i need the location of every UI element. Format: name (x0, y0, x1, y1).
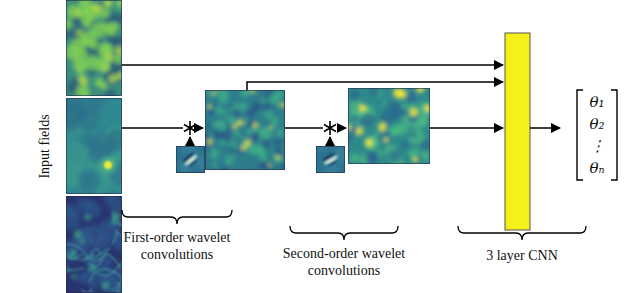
field-image (66, 0, 122, 96)
arrow-line (247, 82, 503, 90)
arrow-line (122, 64, 503, 66)
arrow-line (430, 127, 503, 129)
stage-label: Second-order wavelet convolutions (274, 245, 414, 279)
parameter-entry: θₙ (575, 157, 619, 179)
arrow-line (337, 127, 346, 129)
arrow-line (530, 127, 560, 129)
field-image (176, 146, 205, 173)
field-image (316, 146, 345, 173)
field-image (66, 196, 122, 293)
parameter-vector: θ₁θ₂⋮θₙ (575, 89, 619, 181)
stage-label: 3 layer CNN (457, 247, 587, 264)
cnn-bar (505, 33, 530, 230)
arrow-line (189, 137, 191, 146)
arrow-line (197, 127, 203, 129)
field-image (205, 90, 285, 170)
arrow-line (122, 127, 183, 129)
parameter-entry: θ₂ (575, 113, 619, 135)
convolution-symbol (184, 121, 196, 135)
arrow-line (285, 127, 323, 129)
field-image (348, 88, 430, 164)
parameter-entry: ⋮ (575, 135, 619, 157)
field-images (46, 0, 433, 293)
field-image (66, 98, 122, 194)
arrows (122, 65, 560, 146)
axis-label: Input fields (36, 114, 53, 178)
convolution-symbol (324, 121, 336, 135)
stage-label: First-order wavelet convolutions (107, 229, 247, 263)
parameter-entry: θ₁ (575, 91, 619, 113)
arrow-line (329, 137, 331, 146)
